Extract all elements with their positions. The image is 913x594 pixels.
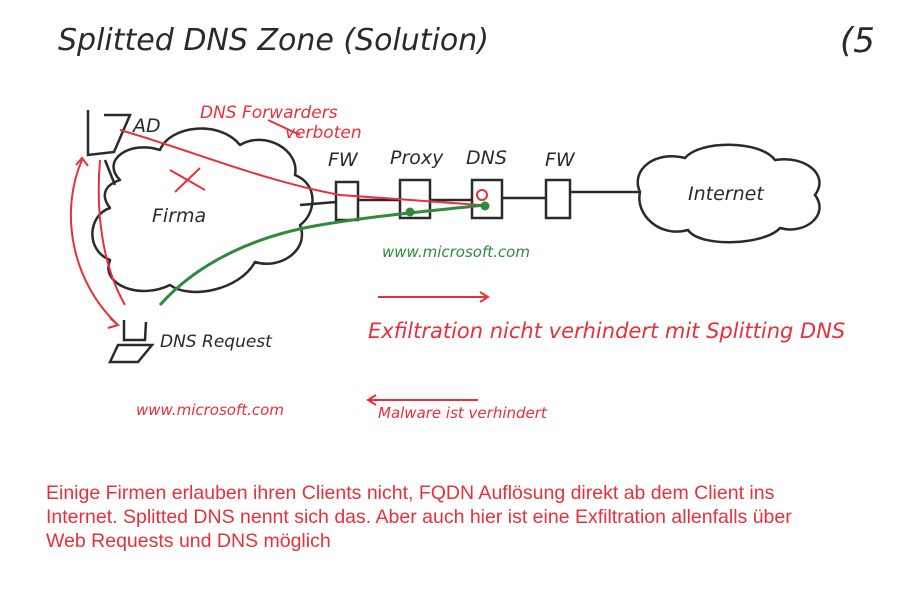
dns-forwarders-label: DNS Forwarders (200, 103, 338, 123)
company-network-cloud: Firma (91, 127, 314, 294)
dns-request-label: DNS Request (160, 332, 273, 352)
firewall-left: FW (328, 149, 360, 222)
green-domain-label: www.microsoft.com (382, 243, 530, 261)
network-chain (103, 159, 640, 207)
green-request-path (158, 201, 490, 306)
internet-label: Internet (688, 183, 765, 205)
explanation-text: Einige Firmen erlauben ihren Clients nic… (46, 482, 792, 552)
fw-left-label: FW (328, 149, 359, 171)
exfiltration-arrow (378, 291, 490, 303)
page-title: Splitted DNS Zone (Solution) (58, 23, 489, 58)
verboten-label: verboten (285, 123, 362, 143)
exfiltration-label: Exfiltration nicht verhindert mit Splitt… (368, 319, 845, 343)
fw-right-label: FW (545, 149, 576, 171)
malware-label: Malware ist verhindert (378, 404, 548, 422)
ad-client-arrows (69, 156, 126, 329)
proxy-server: Proxy (390, 147, 444, 220)
red-domain-label: www.microsoft.com (136, 401, 284, 419)
internet-cloud: Internet (636, 143, 821, 244)
dns-label: DNS (466, 147, 507, 169)
firma-label: Firma (152, 205, 206, 227)
malware-arrow (366, 394, 478, 406)
ad-server: AD (86, 110, 161, 157)
forbidden-forwarders-path (119, 119, 488, 206)
dns-request-client: DNS Request (108, 320, 273, 364)
proxy-label: Proxy (390, 147, 444, 169)
ad-label: AD (131, 115, 161, 137)
page-number: (5 (840, 21, 875, 61)
firewall-right: FW (544, 149, 576, 220)
